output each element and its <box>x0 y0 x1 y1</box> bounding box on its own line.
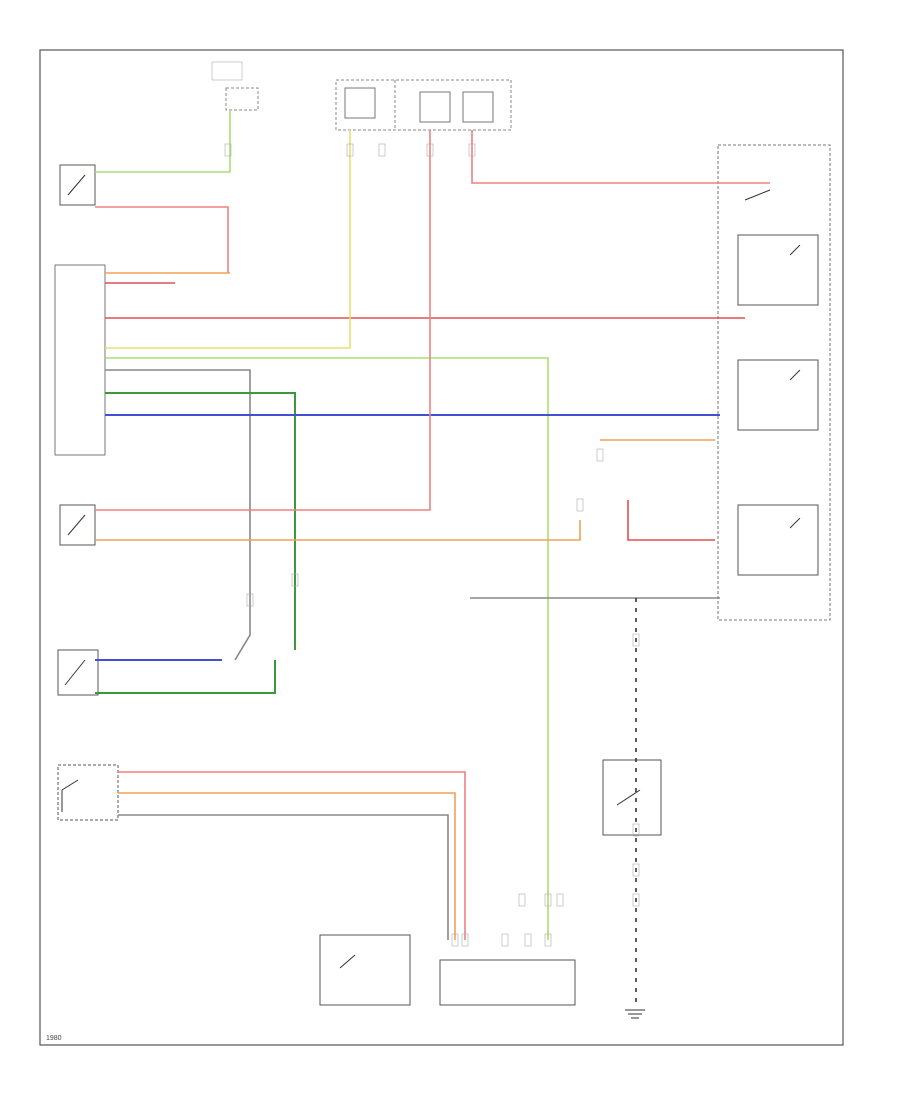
stop-switch-top <box>59 164 96 206</box>
label-marks <box>224 143 640 947</box>
terminal-mark <box>246 593 254 607</box>
wire-relay-pink <box>471 130 770 184</box>
terminal-mark <box>632 633 640 647</box>
ground-point <box>625 1009 645 1019</box>
terminal-mark <box>346 143 354 157</box>
wire-mode-gray <box>118 814 449 940</box>
wire-mode-orange <box>118 792 456 940</box>
terminal-mark <box>518 893 526 907</box>
mode-switch <box>57 764 119 821</box>
terminal-mark <box>544 933 552 947</box>
terminal-mark <box>524 933 532 947</box>
diagram-frame <box>39 49 844 1046</box>
terminal-mark <box>632 863 640 877</box>
wire-lightgreen-long <box>105 357 549 940</box>
relay-box <box>717 144 831 621</box>
fuse-box-right <box>335 79 512 131</box>
terminal-mark <box>632 893 640 907</box>
terminal-mark <box>378 143 386 157</box>
wire-relay-red <box>627 500 715 541</box>
terminal-mark <box>291 573 299 587</box>
wire-mode-pink <box>118 771 466 940</box>
wire-pedal-green <box>95 660 276 694</box>
wire-top-pink <box>95 206 229 273</box>
terminal-mark <box>426 143 434 157</box>
terminal-mark <box>224 143 232 157</box>
ecm-connector <box>54 264 106 456</box>
fuse-box-left <box>211 61 259 111</box>
junction-block <box>439 959 576 1006</box>
starter-motor <box>319 934 411 1006</box>
wire-switch-pink <box>95 130 431 511</box>
wire-green <box>105 392 296 650</box>
terminal-mark <box>544 893 552 907</box>
terminal-mark <box>596 448 604 462</box>
wire-gray <box>105 369 251 661</box>
wire-switch-orange <box>95 520 581 541</box>
clutch-switch <box>602 759 662 836</box>
terminal-mark <box>576 498 584 512</box>
terminal-mark <box>501 933 509 947</box>
terminal-mark <box>632 823 640 837</box>
footer-label: 1980 <box>46 1035 62 1042</box>
terminal-mark <box>451 933 459 947</box>
terminal-mark <box>461 933 469 947</box>
wire-top-green <box>95 110 231 173</box>
wire-layer <box>95 110 770 1005</box>
terminal-mark <box>556 893 564 907</box>
terminal-mark <box>468 143 476 157</box>
wire-yellow-long <box>105 130 351 349</box>
pedal-switch-left <box>57 649 99 696</box>
stop-switch-mid <box>59 504 96 546</box>
